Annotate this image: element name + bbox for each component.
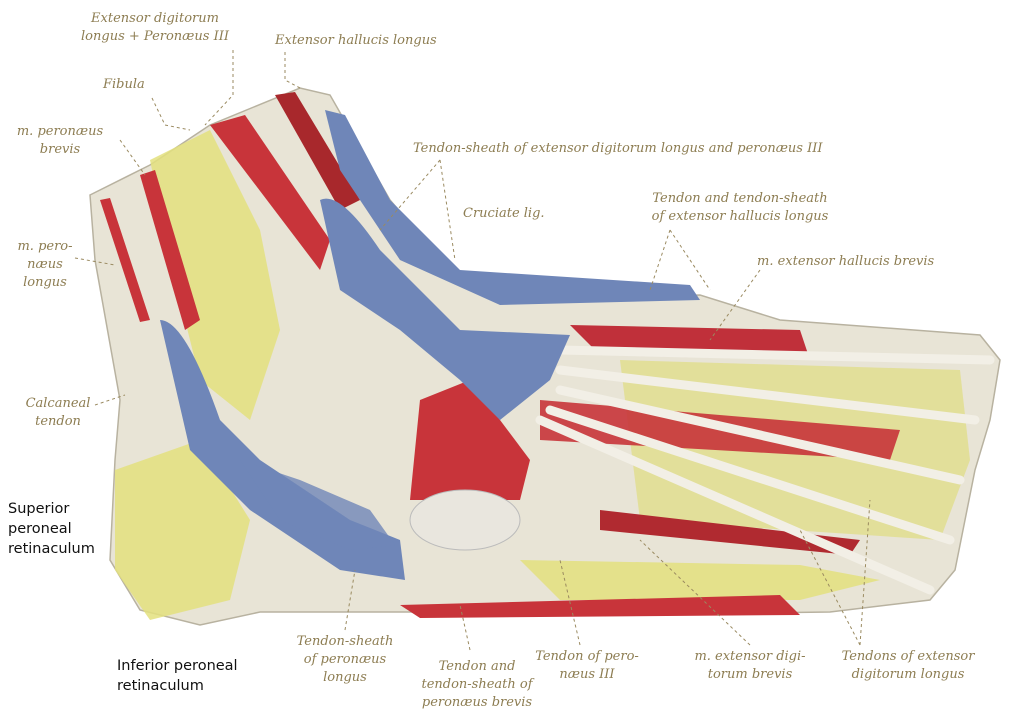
- annotation-superior-peroneal-retinaculum: Superior peroneal retinaculum: [8, 499, 95, 559]
- fat-heel: [115, 440, 250, 620]
- label-line: m. peronæus: [16, 124, 104, 139]
- label-extensor-digitorum-longus: Extensor digitorum longus + Peronæus III: [81, 10, 229, 46]
- label-tendons-edl: Tendons of extensor digitorum longus: [842, 648, 975, 684]
- muscle-edb: [410, 380, 530, 500]
- sheath-pl: [160, 320, 405, 580]
- label-sheath-peronaeus-brevis: Tendon and tendon-sheath of peronæus bre…: [421, 658, 532, 712]
- fat-sole: [520, 560, 880, 600]
- sheath-edl: [320, 198, 570, 420]
- label-line: longus + Peronæus III: [81, 29, 229, 44]
- label-line: digitorum longus: [851, 667, 965, 682]
- label-line: Calcaneal: [25, 396, 91, 411]
- label-sheath-edl: Tendon-sheath of extensor digitorum long…: [413, 141, 823, 156]
- label-line: næus III: [559, 667, 615, 682]
- label-calcaneal-tendon: Calcaneal tendon: [26, 395, 91, 431]
- muscle-pb: [140, 170, 200, 330]
- label-line: Tendon of pero-: [535, 649, 639, 664]
- label-fibula: Fibula: [103, 77, 145, 92]
- label-sheath-peronaeus-longus: Tendon-sheath of peronæus longus: [297, 633, 394, 687]
- label-line: peroneal: [8, 521, 72, 537]
- label-line: longus: [323, 670, 367, 685]
- label-line: Tendons of extensor: [841, 649, 975, 664]
- label-peronaeus-longus: m. pero- næus longus: [17, 238, 72, 292]
- muscle-lateral: [600, 510, 860, 555]
- label-line: Tendon and tendon-sheath: [652, 191, 828, 206]
- tendons-edl: [535, 345, 995, 595]
- muscle-ehl: [275, 92, 360, 210]
- label-line: longus: [23, 275, 67, 290]
- sheath-pb: [240, 460, 395, 550]
- label-line: torum brevis: [707, 667, 793, 682]
- label-tendon-peronaeus-iii: Tendon of pero- næus III: [535, 648, 639, 684]
- fat-ankle: [150, 130, 280, 420]
- label-line: næus: [27, 257, 63, 272]
- label-cruciate-lig: Cruciate lig.: [463, 206, 545, 221]
- label-line: m. extensor digi-: [694, 649, 806, 664]
- label-line: Tendon-sheath: [296, 634, 394, 649]
- label-line: of extensor hallucis longus: [651, 209, 829, 224]
- muscle-pl: [100, 198, 150, 322]
- label-extensor-digitorum-brevis: m. extensor digi- torum brevis: [694, 648, 805, 684]
- label-line: retinaculum: [117, 678, 204, 694]
- sheath-ehl: [325, 110, 700, 305]
- label-peronaeus-brevis: m. peronæus brevis: [17, 123, 103, 159]
- label-line: m. pero-: [17, 239, 73, 254]
- label-extensor-hallucis-longus: Extensor hallucis longus: [275, 33, 437, 48]
- label-line: Superior: [8, 501, 70, 517]
- label-line: tendon: [35, 414, 81, 429]
- tendon-sheaths: [160, 110, 700, 580]
- muscle-sole: [400, 595, 800, 618]
- muscle-edl: [210, 115, 330, 270]
- label-line: Tendon and: [438, 659, 516, 674]
- label-line: Inferior peroneal: [117, 658, 238, 674]
- label-line: of peronæus: [303, 652, 387, 667]
- bone-cuboid: [409, 489, 521, 551]
- label-line: retinaculum: [8, 541, 95, 557]
- label-extensor-hallucis-brevis: m. extensor hallucis brevis: [757, 254, 935, 269]
- label-line: tendon-sheath of: [421, 677, 533, 692]
- label-line: Extensor digitorum: [91, 11, 219, 26]
- annotation-inferior-peroneal-retinaculum: Inferior peroneal retinaculum: [117, 656, 238, 696]
- label-line: peronæus brevis: [421, 695, 533, 710]
- label-sheath-ehl: Tendon and tendon-sheath of extensor hal…: [652, 190, 829, 226]
- label-line: brevis: [39, 142, 81, 157]
